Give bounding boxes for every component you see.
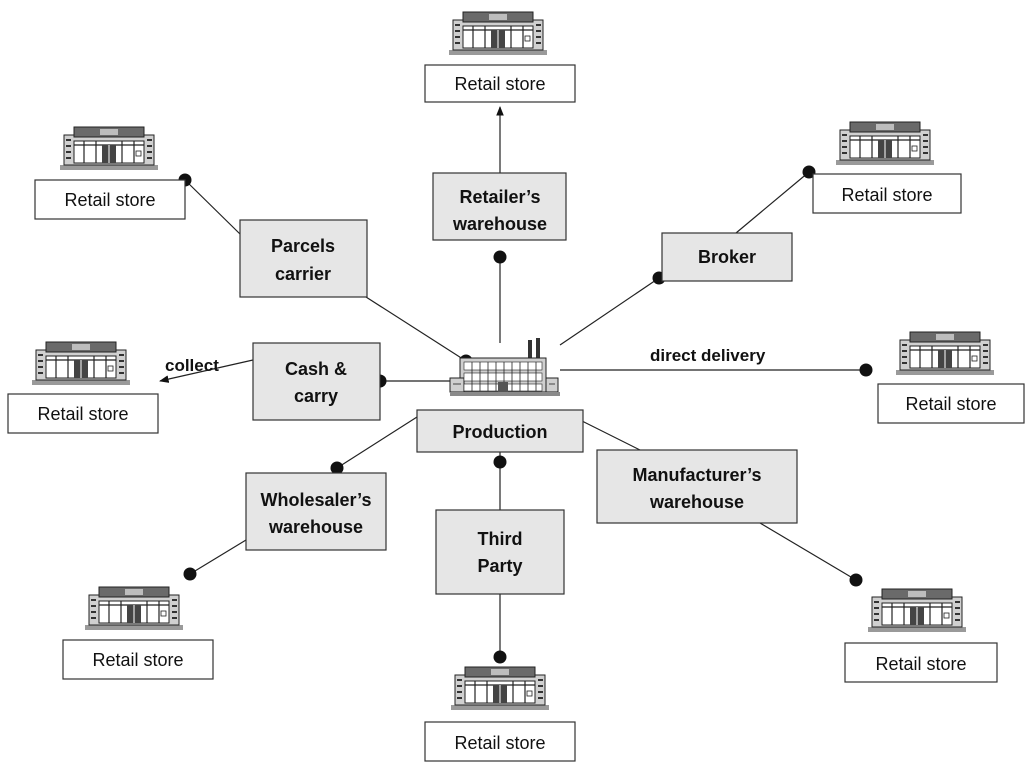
third-party-label-line-2: Party	[477, 556, 522, 576]
retail-store-lower-left: Retail store	[62, 586, 214, 680]
retail-store-building-icon	[867, 588, 967, 633]
retail-store-label: Retail store	[37, 404, 128, 424]
cash-carry-label-line-1: Cash &	[285, 359, 347, 379]
retail-store-label: Retail store	[875, 654, 966, 674]
retail-store-label: Retail store	[454, 733, 545, 753]
node-wholesalers-warehouse: Wholesaler’s warehouse	[245, 472, 387, 551]
node-cash-carry: Cash & carry	[252, 342, 381, 421]
factory-icon	[449, 337, 561, 397]
retail-store-left: Retail store	[7, 341, 159, 434]
direct-delivery-label: direct delivery	[650, 346, 766, 365]
retail-store-building-icon	[84, 586, 184, 631]
retail-store-label: Retail store	[92, 650, 183, 670]
retail-store-building-icon	[835, 121, 935, 166]
node-retailers-warehouse: Retailer’s warehouse	[432, 172, 567, 241]
retail-store-lower-right: Retail store	[844, 588, 998, 683]
retail-store-right: Retail store	[877, 331, 1025, 424]
retail-store-building-icon	[895, 331, 995, 376]
retail-store-top: Retail store	[424, 11, 576, 103]
retail-store-label: Retail store	[841, 185, 932, 205]
retail-store-label: Retail store	[64, 190, 155, 210]
retail-store-bottom: Retail store	[424, 666, 576, 762]
retail-store-building-icon	[31, 341, 131, 386]
node-parcels-carrier: Parcels carrier	[239, 219, 368, 298]
retail-store-building-icon	[59, 126, 159, 171]
wholesalers-warehouse-label-line-1: Wholesaler’s	[260, 490, 371, 510]
production-label: Production	[453, 422, 548, 442]
wholesalers-warehouse-label-line-2: warehouse	[268, 517, 363, 537]
cash-carry-label-line-2: carry	[294, 386, 338, 406]
broker-label: Broker	[698, 247, 756, 267]
retail-store-building-icon	[448, 11, 548, 56]
retailers-warehouse-label-line-2: warehouse	[452, 214, 547, 234]
retail-store-label: Retail store	[454, 74, 545, 94]
retail-store-upper-left: Retail store	[34, 126, 186, 220]
collect-label: collect	[165, 356, 219, 375]
retail-store-building-icon	[450, 666, 550, 711]
third-party-label-line-1: Third	[478, 529, 523, 549]
parcels-carrier-label-line-1: Parcels	[271, 236, 335, 256]
retail-store-label: Retail store	[905, 394, 996, 414]
manufacturers-warehouse-label-line-1: Manufacturer’s	[632, 465, 761, 485]
node-manufacturers-warehouse: Manufacturer’s warehouse	[596, 449, 798, 524]
node-third-party: Third Party	[435, 509, 565, 595]
manufacturers-warehouse-label-line-2: warehouse	[649, 492, 744, 512]
node-production: Production	[416, 409, 584, 453]
retail-store-upper-right: Retail store	[812, 121, 962, 214]
node-broker: Broker	[661, 232, 793, 282]
parcels-carrier-label-line-2: carrier	[275, 264, 331, 284]
retailers-warehouse-label-line-1: Retailer’s	[459, 187, 540, 207]
